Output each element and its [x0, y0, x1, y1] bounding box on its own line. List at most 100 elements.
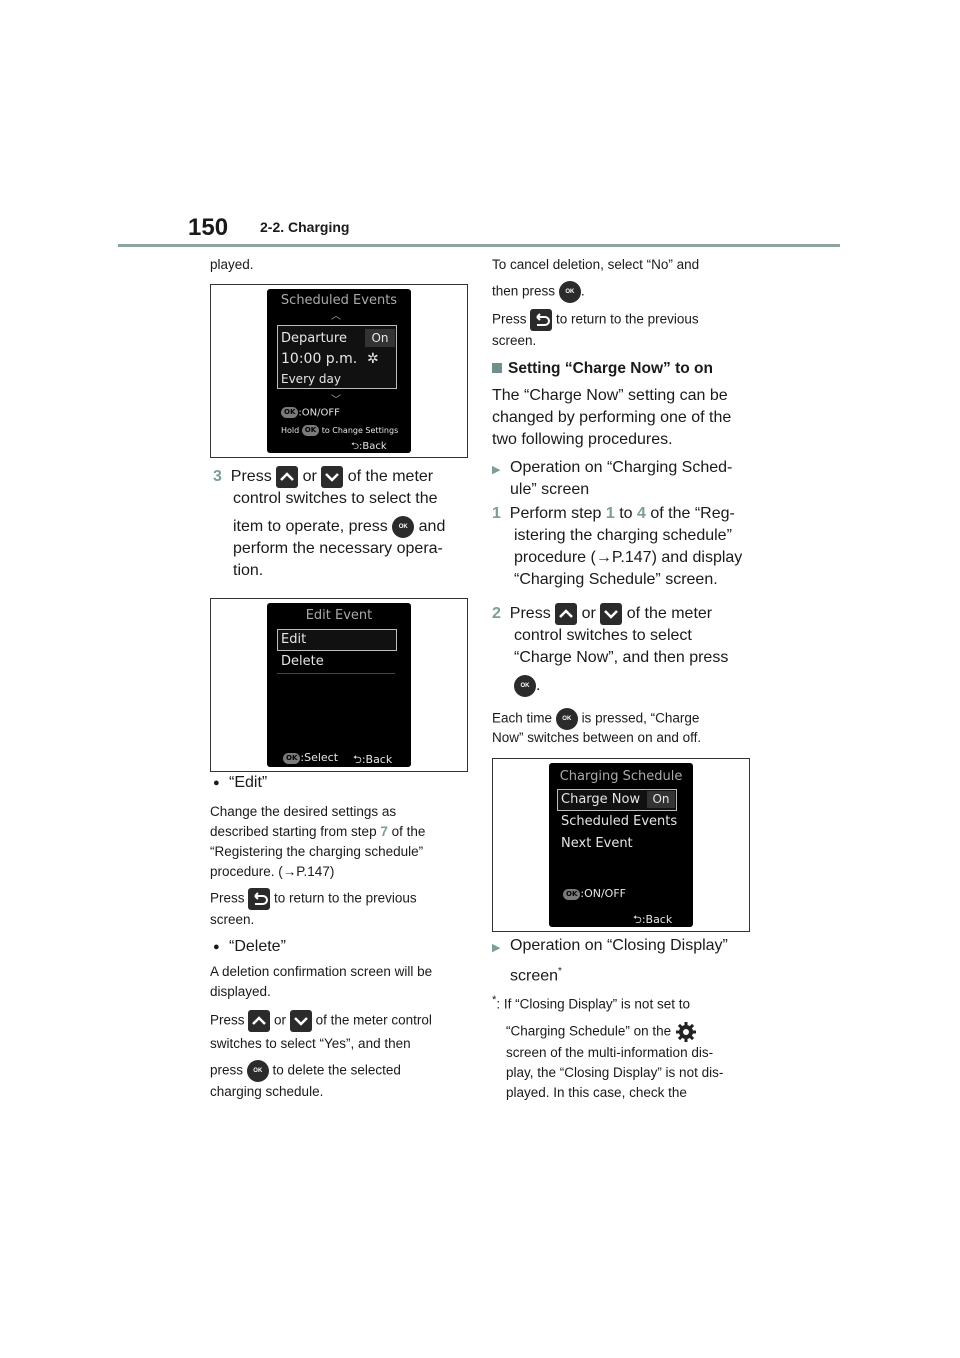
text-line: Change the desired settings as [210, 804, 397, 819]
step-text: and [418, 518, 446, 536]
down-button-icon [289, 1010, 312, 1032]
back-label: :Back [641, 913, 673, 926]
step-ref: 1 [605, 505, 615, 522]
text-line: Operation on “Closing Display” [510, 937, 728, 954]
up-button-icon [555, 603, 578, 625]
back-hint: ⮌:Back [353, 751, 392, 770]
text-line: Operation on “Charging Sched- [510, 459, 733, 476]
screenshot-edit-event: Edit Event Edit Delete OK:Select ⮌:Back [210, 598, 468, 772]
charge-now-on-badge: On [647, 791, 675, 808]
text: . [536, 677, 541, 695]
menu-item-edit: Edit [281, 632, 307, 647]
text-line: ule” screen [510, 481, 590, 498]
back-arrow-icon: ⮌ [633, 913, 642, 926]
text-line: procedure (→P.147) and display [514, 549, 743, 566]
back-arrow-icon: ⮌ [351, 441, 360, 452]
ok-icon: OK [283, 752, 301, 764]
intro-text: The “Charge Now” setting can be changed … [492, 385, 752, 451]
ok-button-icon: OK [555, 708, 578, 730]
back-button-icon [248, 888, 271, 910]
text-line: Now” switches between on and off. [492, 730, 702, 745]
step-text: item to operate, press [233, 518, 388, 536]
back-hint: ⮌:Back [633, 911, 672, 930]
text: Perform step [509, 505, 602, 522]
edit-bullet: “Edit” [213, 772, 267, 794]
screen-title: Edit Event [305, 608, 373, 623]
step-ref: 7 [380, 824, 388, 839]
event-repeat: Every day [281, 372, 341, 386]
text: then press [492, 283, 556, 299]
text-line: control switches to select [514, 627, 692, 645]
text-line: displayed. [210, 984, 271, 999]
text: or [581, 605, 596, 623]
text-line: procedure. (→P.147) [210, 864, 335, 879]
event-on-badge: On [365, 329, 395, 347]
change-settings-label: to Change Settings [321, 426, 399, 435]
event-time: 10:00 p.m. [281, 351, 358, 367]
onoff-label: :ON/OFF [580, 887, 626, 900]
bullet-text: “Edit” [229, 774, 268, 791]
divider [277, 673, 395, 674]
text-line: play, the “Closing Display” is not dis- [506, 1064, 724, 1080]
text-line: played. In this case, check the [506, 1084, 687, 1100]
step-ref: 4 [637, 505, 646, 522]
step-number: 1 [492, 505, 501, 522]
text-line: istering the charging schedule” [514, 527, 732, 544]
text-line: two following procedures. [492, 431, 673, 448]
text: or [274, 1012, 287, 1028]
played-text: played. [210, 257, 254, 272]
screenshot-scheduled-events: Scheduled Events ︿ Departure On 10:00 p.… [210, 284, 468, 458]
footnote-mark: * [492, 994, 497, 1006]
onoff-label: :ON/OFF [298, 407, 340, 419]
menu-item-delete: Delete [281, 654, 324, 669]
text: to delete the selected [272, 1062, 401, 1078]
ok-button-icon: OK [246, 1060, 269, 1082]
text-line: “Registering the charging schedule” [210, 844, 424, 859]
back-arrow-icon: ⮌ [353, 753, 362, 766]
step-text: or [302, 468, 317, 486]
text-line: screen. [492, 333, 537, 348]
step-1: 1 Perform step 1 to 4 of the “Reg- ister… [492, 503, 752, 591]
screen-title: Charging Schedule [559, 769, 683, 784]
op-charging-schedule: Operation on “Charging Sched- ule” scree… [492, 457, 760, 501]
delete-description: A deletion confirmation screen will be d… [210, 962, 460, 1102]
text-line: described starting from step [210, 824, 377, 839]
footnote-mark: * [558, 966, 562, 977]
step-number: 3 [213, 468, 222, 486]
down-button-icon [600, 603, 623, 625]
up-button-icon [276, 466, 299, 488]
text-line: changed by performing one of the [492, 409, 732, 426]
text: Press [509, 605, 551, 623]
ok-button-icon: OK [558, 281, 581, 303]
event-departure: Departure [281, 331, 347, 346]
text: . [580, 283, 585, 299]
text-line: screen of the multi-information dis- [506, 1044, 714, 1060]
text: of the “Reg- [650, 505, 735, 522]
down-arrow-icon: ﹀ [331, 395, 341, 406]
text-line: To cancel deletion, select “No” and [492, 257, 700, 272]
text: screen. [210, 912, 255, 927]
text: Press [210, 890, 245, 906]
press-back-note: Press to return to the previous screen. [210, 888, 460, 930]
meter-display: Scheduled Events ︿ Departure On 10:00 p.… [267, 289, 411, 453]
step-3: 3 Press or of the meter control switches… [213, 466, 463, 582]
edit-description: Change the desired settings as described… [210, 802, 460, 882]
text: Press [210, 1012, 245, 1028]
text: to return to the previous [274, 890, 417, 906]
heading-square-icon [492, 363, 502, 373]
each-time-note: Each time OK is pressed, “Charge Now” sw… [492, 708, 752, 746]
step-text: of the meter [347, 468, 434, 486]
step-text: perform the necessary opera- [233, 540, 443, 558]
bullet-text: “Delete” [229, 938, 286, 955]
ok-icon: OK [301, 425, 320, 436]
up-arrow-icon: ︿ [331, 311, 341, 322]
ok-button-icon: OK [392, 516, 415, 539]
onoff-hint: OK:ON/OFF [563, 887, 626, 900]
text: screen [510, 967, 559, 985]
down-button-icon [321, 466, 344, 488]
back-label: :Back [361, 753, 393, 766]
text-line: of the [391, 824, 426, 839]
ok-button-icon: OK [514, 675, 536, 698]
menu-item-next-event: Next Event [561, 836, 633, 851]
step-text: tion. [233, 562, 264, 580]
